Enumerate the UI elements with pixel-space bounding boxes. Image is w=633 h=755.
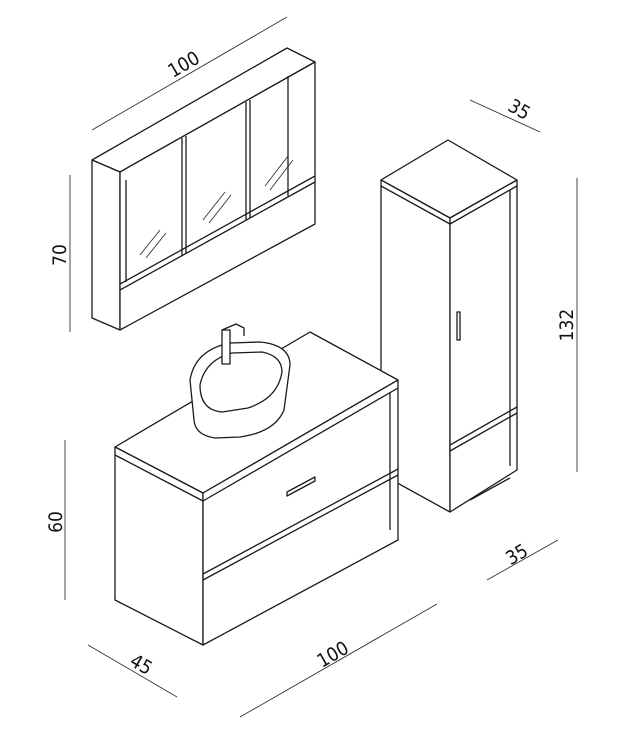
mirror-width-label: 100 — [164, 47, 203, 82]
drawer-handle-icon — [286, 476, 316, 497]
tall-base-depth-label: 35 — [502, 540, 532, 570]
faucet-icon — [221, 323, 245, 365]
basin-icon — [189, 341, 291, 439]
vanity-height-label: 60 — [45, 511, 67, 533]
vanity-unit — [114, 323, 399, 646]
mirror-height-label: 70 — [49, 244, 71, 266]
tall-cabinet — [380, 139, 518, 513]
dimension-lines — [64, 16, 578, 718]
mirror-cabinet — [91, 47, 316, 331]
door-handle-icon — [456, 311, 461, 341]
tall-height-label: 132 — [556, 309, 578, 342]
vanity-width-label: 100 — [313, 637, 352, 672]
glass-reflection-icon — [139, 155, 294, 259]
tall-depth-label: 35 — [504, 95, 534, 125]
vanity-depth-label: 45 — [126, 650, 156, 680]
